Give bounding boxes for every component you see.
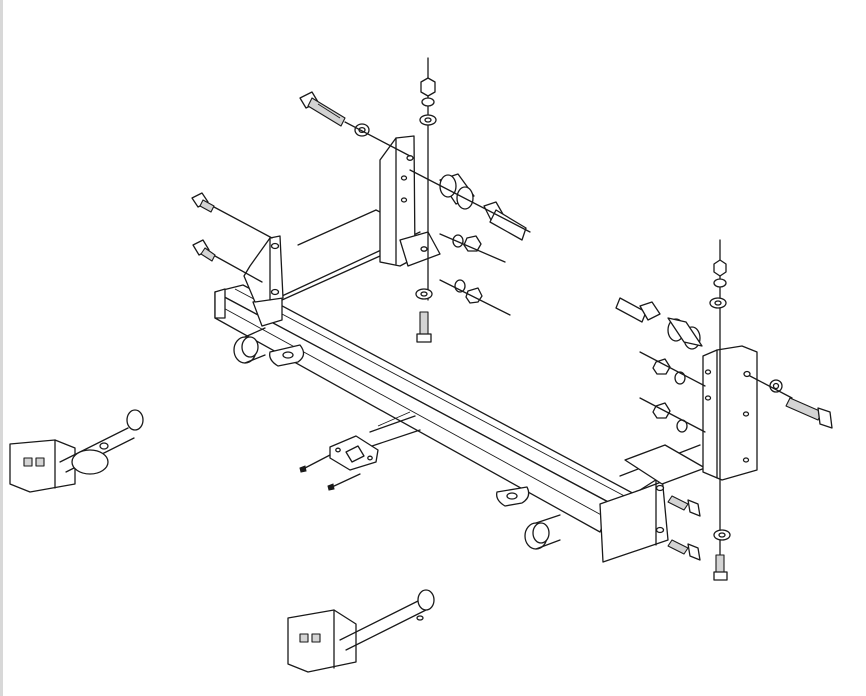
right-bracket-bolt-lower [667, 539, 701, 561]
right-plate-nuts [639, 351, 706, 433]
right-vertical-stack [709, 239, 731, 581]
page-edge-rule [0, 0, 3, 696]
side-rail-left [252, 209, 421, 327]
right-mounting-bracket [599, 475, 669, 563]
hitch-crossbar [214, 284, 641, 533]
left-plate-nuts [439, 233, 511, 316]
right-long-bolt [749, 375, 833, 429]
upper-vertical-stack [415, 57, 437, 343]
gasket-plate [329, 411, 421, 471]
left-mounting-bracket [243, 235, 284, 303]
left-bolt-lower [192, 239, 263, 283]
small-screw-lower [327, 473, 361, 491]
receiver-pin [287, 589, 435, 673]
upper-left-bolt-assembly [299, 91, 411, 157]
upper-spacer-flag [409, 169, 531, 241]
left-chain-loop [269, 344, 305, 367]
receiver-pin-with-clip [9, 409, 144, 493]
center-chain-loop [496, 486, 530, 507]
right-bracket-bolt-upper [667, 495, 701, 517]
right-vertical-plate [702, 345, 758, 481]
small-screw-upper [299, 454, 331, 473]
right-pipe-end [524, 514, 561, 550]
left-pipe-end [233, 327, 266, 364]
right-spacer-flag [615, 297, 703, 350]
left-bolt-upper [191, 192, 273, 239]
left-vertical-plate [379, 135, 441, 267]
